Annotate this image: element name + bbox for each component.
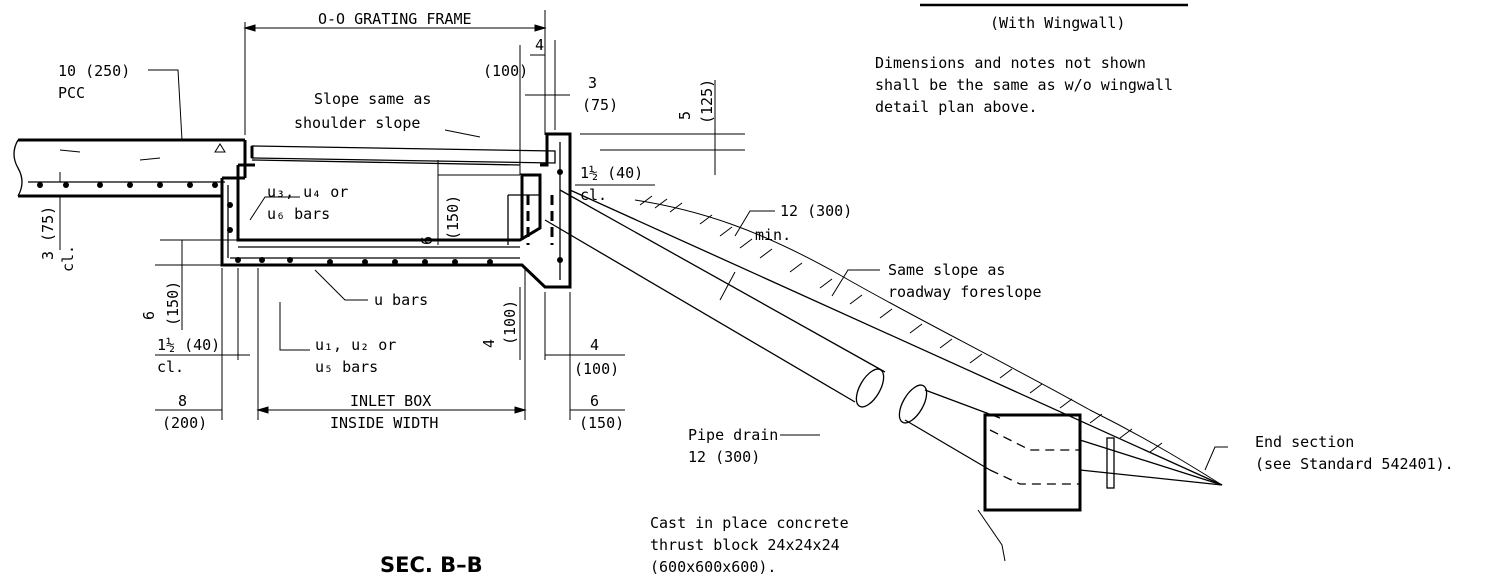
dim-4-vert: 4 bbox=[480, 339, 498, 348]
dimension-lines bbox=[59, 3, 1228, 562]
bars-u1-label-1: u₁, u₂ or bbox=[315, 336, 396, 354]
slope-hatching bbox=[639, 195, 1163, 453]
section-title: SEC. B–B bbox=[380, 553, 483, 577]
same-slope-label-1: Same slope as bbox=[888, 261, 1005, 279]
pipe-drain-label-1: Pipe drain bbox=[688, 426, 778, 444]
dim-6-left: 6 bbox=[140, 311, 158, 320]
dim-100-right: (100) bbox=[574, 360, 619, 378]
pcc-thickness-label: 10 (250) bbox=[58, 62, 130, 80]
dim-125: (125) bbox=[698, 79, 716, 124]
pcc-label: PCC bbox=[58, 84, 85, 102]
dim-75: (75) bbox=[582, 96, 618, 114]
dim-8: 8 bbox=[178, 392, 187, 410]
dim-4-right: 4 bbox=[590, 336, 599, 354]
slope-label-1: Slope same as bbox=[314, 90, 431, 108]
dim-top-4: 4 bbox=[535, 36, 544, 54]
cl-bottom: cl. bbox=[157, 358, 184, 376]
min-pipe-label: 12 (300) bbox=[780, 202, 852, 220]
min-label: min. bbox=[755, 226, 791, 244]
dim-150-left: (150) bbox=[164, 281, 182, 326]
pcc-slab bbox=[13, 138, 247, 198]
bars-u3-label-2: u₆ bars bbox=[267, 205, 330, 223]
dim-6-mid: 6 bbox=[418, 236, 436, 245]
dim-100-vert: (100) bbox=[501, 300, 519, 345]
thrust-block-label-2: thrust block 24x24x24 bbox=[650, 536, 840, 554]
cl-left: cl. bbox=[59, 245, 77, 272]
note-line-2: shall be the same as w/o wingwall bbox=[875, 76, 1173, 94]
dim-1-5-40-top: 1½ (40) bbox=[580, 164, 643, 182]
roadway-foreslope bbox=[569, 189, 1223, 486]
inside-width-label: INSIDE WIDTH bbox=[330, 414, 438, 432]
dim-200: (200) bbox=[162, 414, 207, 432]
with-wingwall-label: (With Wingwall) bbox=[990, 14, 1125, 32]
slope-label-2: shoulder slope bbox=[294, 114, 420, 132]
thrust-block-label-3: (600x600x600). bbox=[650, 558, 776, 576]
bars-u1-label-2: u₅ bars bbox=[315, 358, 378, 376]
slab-rebar-dots bbox=[37, 182, 218, 188]
dim-top-100: (100) bbox=[483, 62, 528, 80]
bars-u3-label-1: u₃, u₄ or bbox=[267, 183, 348, 201]
dim-5: 5 bbox=[676, 111, 694, 120]
dim-150-mid: (150) bbox=[444, 195, 462, 240]
dim-6-right: 6 bbox=[590, 392, 599, 410]
dim-150-right: (150) bbox=[579, 414, 624, 432]
thrust-block bbox=[983, 413, 1082, 512]
cl-top: cl. bbox=[580, 186, 607, 204]
end-section-label-1: End section bbox=[1255, 433, 1354, 451]
u-bars-label: u bars bbox=[374, 291, 428, 309]
pipe-drain-label-2: 12 (300) bbox=[688, 448, 760, 466]
annotation-text: O-O GRATING FRAME (With Wingwall) Dimens… bbox=[39, 10, 1454, 577]
grating-frame-label: O-O GRATING FRAME bbox=[318, 10, 472, 28]
thrust-block-label-1: Cast in place concrete bbox=[650, 514, 849, 532]
inlet-box-label: INLET BOX bbox=[350, 392, 431, 410]
inlet-rebar-dots bbox=[227, 169, 563, 265]
dim-3-75-left: 3 (75) bbox=[39, 206, 57, 260]
end-section-label-2: (see Standard 542401). bbox=[1255, 455, 1454, 473]
note-line-1: Dimensions and notes not shown bbox=[875, 54, 1146, 72]
dim-3: 3 bbox=[588, 74, 597, 92]
pipe-drain bbox=[544, 189, 1223, 489]
note-line-3: detail plan above. bbox=[875, 98, 1038, 116]
same-slope-label-2: roadway foreslope bbox=[888, 283, 1042, 301]
dim-1-5-40-left: 1½ (40) bbox=[157, 336, 220, 354]
